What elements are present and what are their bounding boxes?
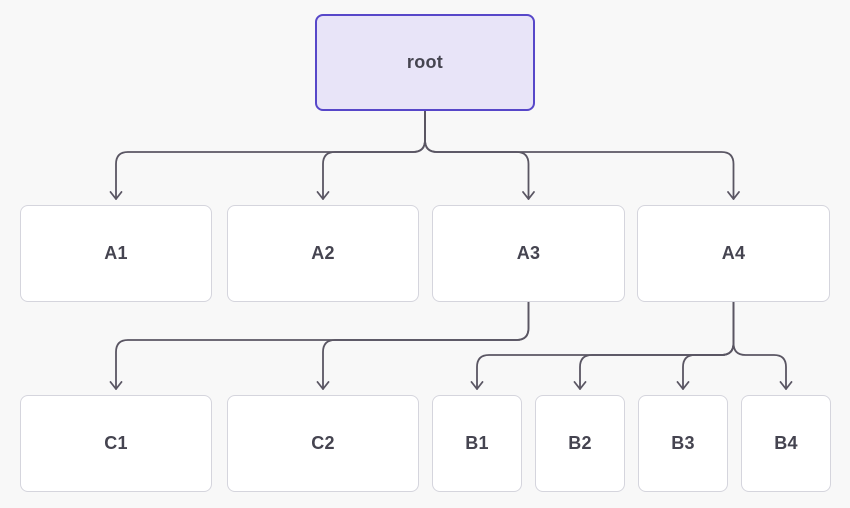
node-label: A4: [721, 243, 746, 263]
edge-a4-b4: [732, 301, 787, 390]
edge-a4-b1: [476, 301, 735, 390]
edge-root-a3: [424, 110, 530, 200]
node-label: B1: [465, 433, 489, 453]
arrowhead-icon: [522, 191, 535, 200]
node-label: C1: [104, 433, 128, 453]
node-label: root: [406, 52, 444, 72]
edge-root-a1: [115, 110, 426, 200]
arrowhead-icon: [316, 381, 330, 390]
node-b2[interactable]: B2: [535, 395, 625, 492]
node-label: B2: [568, 433, 592, 453]
node-a1[interactable]: A1: [20, 205, 212, 302]
edge-a3-c2: [322, 301, 530, 390]
node-a3[interactable]: A3: [432, 205, 625, 302]
edge-root-a4: [424, 110, 735, 200]
arrowhead-icon: [109, 381, 123, 390]
edge-a4-b2: [579, 301, 735, 390]
arrowhead-icon: [727, 191, 740, 200]
node-label: A1: [104, 243, 128, 263]
node-label: A2: [311, 243, 335, 263]
arrowhead-icon: [676, 381, 690, 390]
node-c2[interactable]: C2: [227, 395, 419, 492]
node-a2[interactable]: A2: [227, 205, 419, 302]
node-label: C2: [311, 433, 335, 453]
node-label: B3: [671, 433, 695, 453]
node-label: A3: [516, 243, 541, 263]
edge-a4-b3: [682, 301, 735, 390]
edge-root-a2: [322, 110, 426, 200]
node-b1[interactable]: B1: [432, 395, 522, 492]
node-b3[interactable]: B3: [638, 395, 728, 492]
arrowhead-icon: [470, 381, 484, 390]
node-c1[interactable]: C1: [20, 395, 212, 492]
arrowhead-icon: [316, 191, 330, 200]
arrowhead-icon: [573, 381, 587, 390]
node-root[interactable]: root: [315, 14, 535, 111]
arrowhead-icon: [109, 191, 123, 200]
node-label: B4: [774, 433, 798, 453]
node-a4[interactable]: A4: [637, 205, 830, 302]
edge-a3-c1: [115, 301, 530, 390]
node-b4[interactable]: B4: [741, 395, 831, 492]
arrowhead-icon: [779, 381, 793, 390]
